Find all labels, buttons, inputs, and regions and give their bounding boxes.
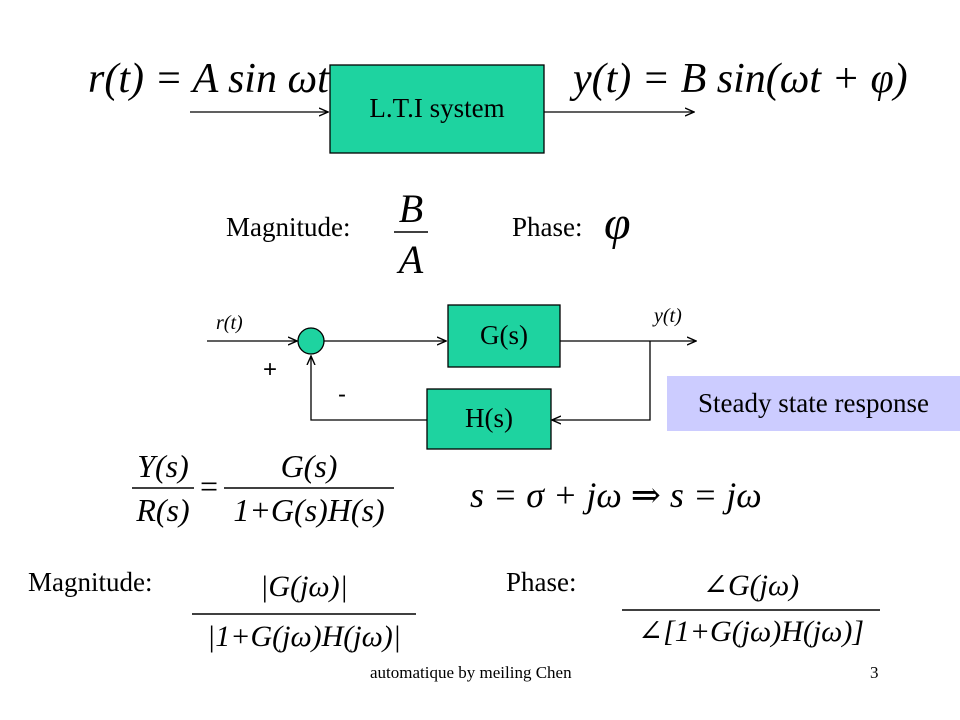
feedback-path-left	[311, 356, 427, 421]
feedback-input-label: r(t)	[216, 312, 243, 334]
bottom-phase-numerator: ∠G(jω)	[702, 569, 800, 602]
feedback-output-label: y(t)	[654, 305, 682, 327]
bottom-magnitude-numerator: |G(jω)|	[260, 570, 348, 603]
lti-system-block	[329, 64, 545, 154]
plus-sign: +	[263, 356, 278, 383]
steady-state-note: Steady state response	[667, 376, 960, 431]
magnitude-label-bottom: Magnitude:	[28, 567, 153, 597]
magnitude-denominator-a: A	[398, 237, 424, 282]
magnitude-numerator-b: B	[398, 186, 424, 231]
tf-lhs-numerator: Y(s)	[137, 448, 189, 484]
page-number: 3	[870, 663, 879, 682]
feedback-path-right	[552, 341, 651, 420]
substitution-equation: s = σ + jω ⇒ s = jω	[470, 475, 762, 515]
bottom-magnitude-denominator: |1+G(jω)H(jω)|	[206, 620, 402, 653]
bottom-phase-denominator: ∠[1+G(jω)H(jω)]	[637, 615, 865, 648]
phase-label-top: Phase:	[512, 212, 583, 242]
magnitude-label-top: Magnitude:	[226, 212, 351, 242]
tf-rhs-numerator: G(s)	[280, 448, 338, 484]
tf-equals: =	[200, 468, 219, 504]
h-block	[426, 388, 552, 450]
output-equation: y(t) = B sin(ωt + φ)	[573, 56, 908, 102]
lti-system-label: L.T.I system	[369, 93, 505, 123]
footer-author: automatique by meiling Chen	[370, 663, 572, 682]
g-block-label: G(s)	[480, 320, 528, 350]
g-block	[447, 304, 561, 368]
tf-lhs-denominator: R(s)	[136, 492, 190, 528]
phase-symbol: φ	[604, 197, 631, 250]
minus-sign: -	[338, 381, 346, 408]
summing-junction	[297, 327, 325, 355]
input-equation: r(t) = A sin ωt	[88, 56, 329, 102]
phase-label-bottom: Phase:	[506, 567, 577, 597]
tf-rhs-denominator: 1+G(s)H(s)	[233, 492, 385, 528]
h-block-label: H(s)	[465, 403, 513, 433]
